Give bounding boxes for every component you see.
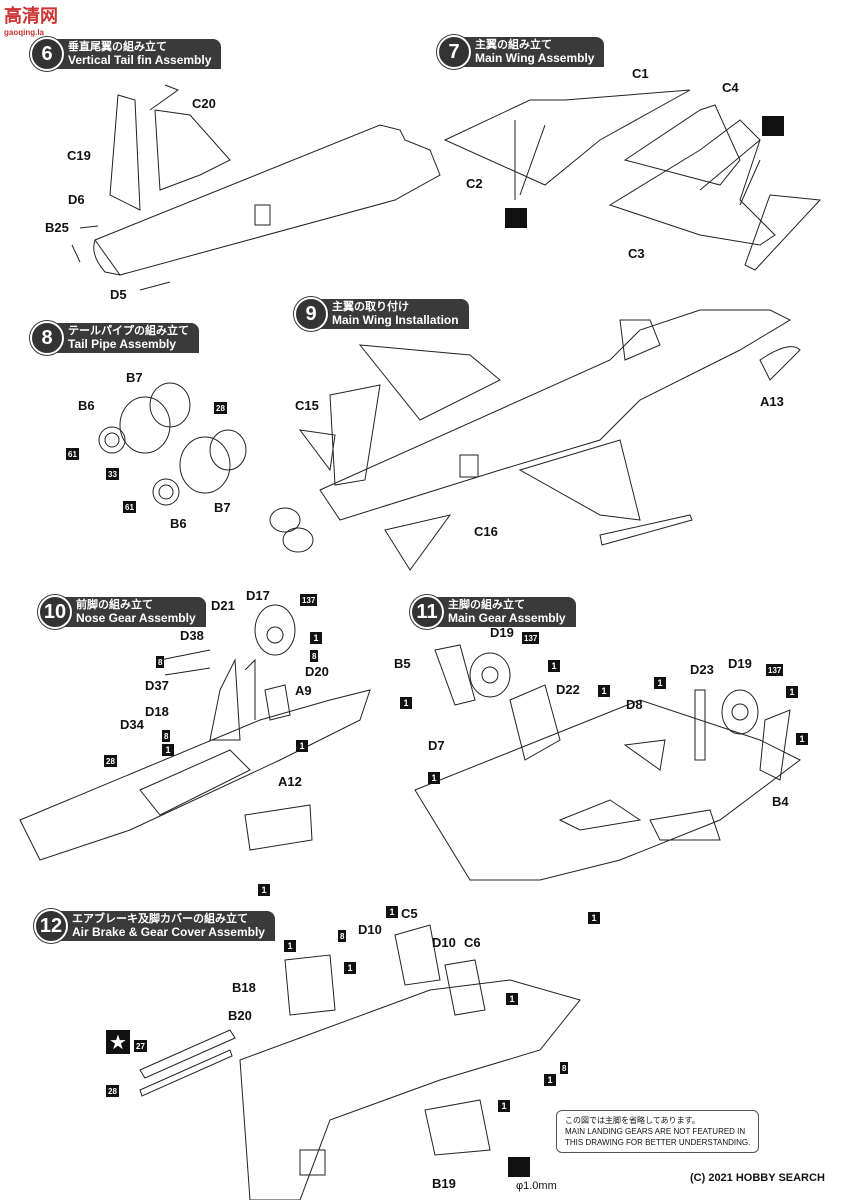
part-label-b6-top: B6 (78, 398, 95, 413)
note-en-1: MAIN LANDING GEARS ARE NOT FEATURED IN (565, 1127, 746, 1136)
part-label-d10-right: D10 (432, 935, 456, 950)
paint-code-61-top: 61 (66, 448, 79, 460)
part-label-b6-bottom: B6 (170, 516, 187, 531)
part-label-d34: D34 (120, 717, 144, 732)
paint-code-1: 1 (428, 772, 440, 784)
paint-code-1: 1 (544, 1074, 556, 1086)
paint-code-8: 8 (338, 930, 347, 942)
part-label-d21: D21 (211, 598, 235, 613)
part-label-b7-top: B7 (126, 370, 143, 385)
part-label-d38: D38 (180, 628, 204, 643)
paint-code-1: 1 (498, 1100, 510, 1112)
main-wing-drawing (443, 89, 822, 271)
note-box: この図では主脚を省略してあります。 MAIN LANDING GEARS ARE… (556, 1110, 760, 1153)
part-label-c15: C15 (295, 398, 319, 413)
main-gear-drawing (414, 644, 801, 881)
part-label-d19-right: D19 (728, 656, 752, 671)
part-label-d19-left: D19 (490, 625, 514, 640)
paint-code-1: 1 (588, 912, 600, 924)
part-label-a12: A12 (278, 774, 302, 789)
main-wing-installation-drawing (269, 309, 801, 571)
paint-code-8: 8 (156, 656, 165, 668)
paint-code-1: 1 (344, 962, 356, 974)
part-label-d7: D7 (428, 738, 445, 753)
paint-code-137: 137 (522, 632, 540, 644)
part-label-a9: A9 (295, 683, 312, 698)
part-label-c16: C16 (474, 524, 498, 539)
tail-pipe-drawing (98, 382, 247, 506)
hobby-search-logo: (C) 2021 HOBBY SEARCH (690, 1172, 825, 1184)
part-label-d23: D23 (690, 662, 714, 677)
part-label-b25: B25 (45, 220, 69, 235)
part-label-d37: D37 (145, 678, 169, 693)
drill-hole-icon (505, 208, 527, 228)
paint-code-1: 1 (162, 744, 174, 756)
paint-code-137: 137 (766, 664, 784, 676)
paint-code-8: 8 (162, 730, 171, 742)
paint-code-1: 1 (310, 632, 322, 644)
part-label-c4: C4 (722, 80, 739, 95)
paint-code-8: 8 (560, 1062, 569, 1074)
part-label-b4: B4 (772, 794, 789, 809)
part-label-d6: D6 (68, 192, 85, 207)
paint-code-1: 1 (400, 697, 412, 709)
paint-code-33: 33 (106, 468, 119, 480)
paint-code-1: 1 (296, 740, 308, 752)
part-label-c19: C19 (67, 148, 91, 163)
paint-code-137: 137 (300, 594, 318, 606)
part-label-a13: A13 (760, 394, 784, 409)
drill-hole-icon (762, 116, 784, 136)
part-label-c3: C3 (628, 246, 645, 261)
paint-code-1: 1 (258, 884, 270, 896)
part-label-c6: C6 (464, 935, 481, 950)
paint-code-28: 28 (104, 755, 117, 767)
paint-code-27: 27 (134, 1040, 147, 1052)
vertical-tail-fuselage-drawing (71, 84, 441, 291)
star-decal-icon: ★ (106, 1030, 130, 1054)
part-label-c20: C20 (192, 96, 216, 111)
air-brake-drawing (139, 924, 581, 1200)
paint-code-28: 28 (106, 1085, 119, 1097)
part-label-d5: D5 (110, 287, 127, 302)
nose-gear-drawing (19, 604, 371, 861)
paint-code-1: 1 (506, 993, 518, 1005)
part-label-c1: C1 (632, 66, 649, 81)
paint-code-1: 1 (654, 677, 666, 689)
part-label-b19: B19 (432, 1176, 456, 1191)
paint-code-1: 1 (598, 685, 610, 697)
part-label-d17: D17 (246, 588, 270, 603)
part-label-b18: B18 (232, 980, 256, 995)
part-label-b7-bottom: B7 (214, 500, 231, 515)
note-jp: この図では主脚を省略してあります。 (565, 1116, 700, 1125)
paint-code-28: 28 (214, 402, 227, 414)
part-label-b20: B20 (228, 1008, 252, 1023)
part-label-d22: D22 (556, 682, 580, 697)
part-label-d18: D18 (145, 704, 169, 719)
paint-code-1: 1 (386, 906, 398, 918)
part-label-d20: D20 (305, 664, 329, 679)
paint-code-1: 1 (796, 733, 808, 745)
paint-code-61-bottom: 61 (123, 501, 136, 513)
part-label-d10-left: D10 (358, 922, 382, 937)
paint-code-1: 1 (786, 686, 798, 698)
drill-hole-icon (508, 1157, 530, 1177)
part-label-b5: B5 (394, 656, 411, 671)
part-label-c5: C5 (401, 906, 418, 921)
paint-code-8: 8 (310, 650, 319, 662)
paint-code-1: 1 (284, 940, 296, 952)
paint-code-1: 1 (548, 660, 560, 672)
part-label-c2: C2 (466, 176, 483, 191)
drill-size-label: φ1.0mm (516, 1180, 557, 1192)
part-label-d8: D8 (626, 697, 643, 712)
note-en-2: THIS DRAWING FOR BETTER UNDERSTANDING. (565, 1138, 751, 1147)
